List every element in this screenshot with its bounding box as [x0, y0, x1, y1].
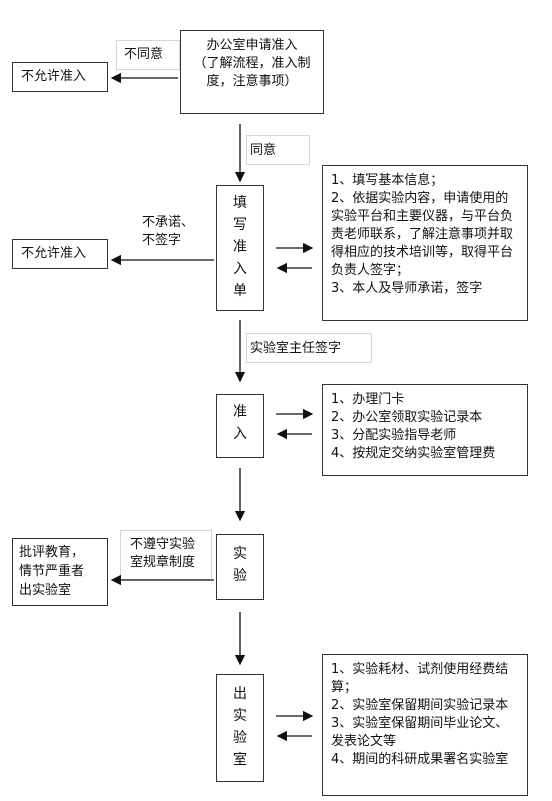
- fill-note-3: 3、本人及导师承诺，签字: [331, 281, 483, 296]
- exit-note-4: 4、期间的科研成果署名实验室: [331, 752, 509, 767]
- fill-note-2: 2、依据实验内容，申请使用的实验平台和主要仪器，与平台负责老师联系，了解注意事项…: [331, 191, 514, 278]
- deny1-result-box: 不允许准入: [12, 62, 108, 92]
- deny1-label-frame: [116, 40, 180, 70]
- apply-box: 办公室申请准入 （了解流程，准入制度，注意事项）: [180, 30, 324, 114]
- exit-note-2: 2、实验室保留期间实验记录本: [331, 698, 509, 713]
- admit-note-3: 3、分配实验指导老师: [331, 428, 457, 443]
- deny1-label: 不同意: [124, 47, 164, 62]
- agree-label: 同意: [250, 143, 277, 158]
- admit-box: 准 入: [216, 394, 264, 458]
- fill-form-box: 填 写 准 入 单: [216, 185, 264, 311]
- exit-box: 出 实 验 室: [216, 674, 264, 782]
- admit-note-2: 2、办公室领取实验记录本: [331, 410, 483, 425]
- deny2-label: 不承诺、 不签字: [142, 215, 195, 248]
- experiment-box: 实 验: [216, 534, 264, 600]
- admit-notes-box: 1、办理门卡 2、办公室领取实验记录本 3、分配实验指导老师 4、按规定交纳实验…: [322, 384, 528, 476]
- deny2-result-box: 不允许准入: [12, 239, 108, 269]
- violate-label: 不遵守实验 室规章制度: [130, 537, 196, 570]
- fill-note-1: 1、填写基本信息；: [331, 173, 444, 188]
- admit-note-1: 1、办理门卡: [331, 392, 405, 407]
- exit-notes-box: 1、实验耗材、试剂使用经费结算； 2、实验室保留期间实验记录本 3、实验室保留期…: [322, 654, 528, 796]
- agree-label-frame: [246, 135, 310, 165]
- admit-note-4: 4、按规定交纳实验室管理费: [331, 446, 496, 461]
- fill-notes-box: 1、填写基本信息； 2、依据实验内容，申请使用的实验平台和主要仪器，与平台负责老…: [322, 165, 528, 321]
- director-label: 实验室主任签字: [250, 341, 342, 356]
- director-label-frame: [246, 333, 372, 363]
- exit-note-1: 1、实验耗材、试剂使用经费结算；: [331, 662, 509, 695]
- exit-note-3: 3、实验室保留期间毕业论文、发表论文等: [331, 716, 509, 749]
- violate-result-box: 批评教育， 情节严重者 出实验室: [12, 538, 108, 606]
